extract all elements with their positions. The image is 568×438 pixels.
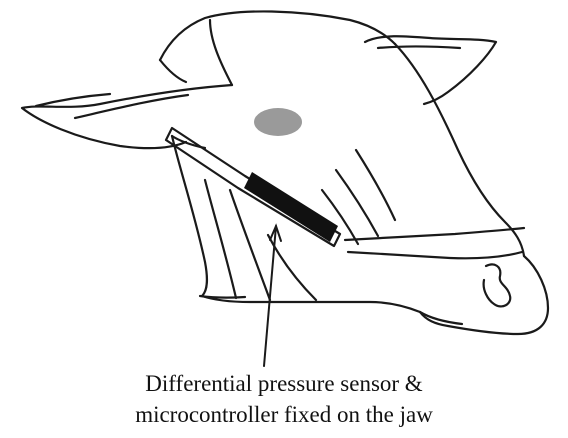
jaw-strap-left <box>205 180 236 298</box>
halter-noseband-bottom <box>348 252 522 258</box>
pointer-arrow <box>264 226 281 366</box>
right-ear-inner <box>378 47 460 49</box>
caption-line-2: microcontroller fixed on the jaw <box>0 402 568 428</box>
poll-fold <box>210 20 232 85</box>
ground-line-left <box>200 296 245 298</box>
throat-line <box>172 136 207 296</box>
forehead-patch <box>254 108 302 136</box>
halter-noseband-top <box>345 228 524 240</box>
nostril <box>484 264 511 306</box>
sensor-band <box>244 172 338 242</box>
cheek-wrinkle-2 <box>336 170 378 236</box>
forelock-line <box>160 60 186 82</box>
face-outline <box>395 44 524 256</box>
head-top-outline <box>160 11 395 60</box>
muzzle-outline <box>420 256 548 334</box>
left-ear-outline <box>22 85 232 148</box>
jaw-strap-mid <box>230 190 270 300</box>
caption-line-1: Differential pressure sensor & <box>0 371 568 397</box>
